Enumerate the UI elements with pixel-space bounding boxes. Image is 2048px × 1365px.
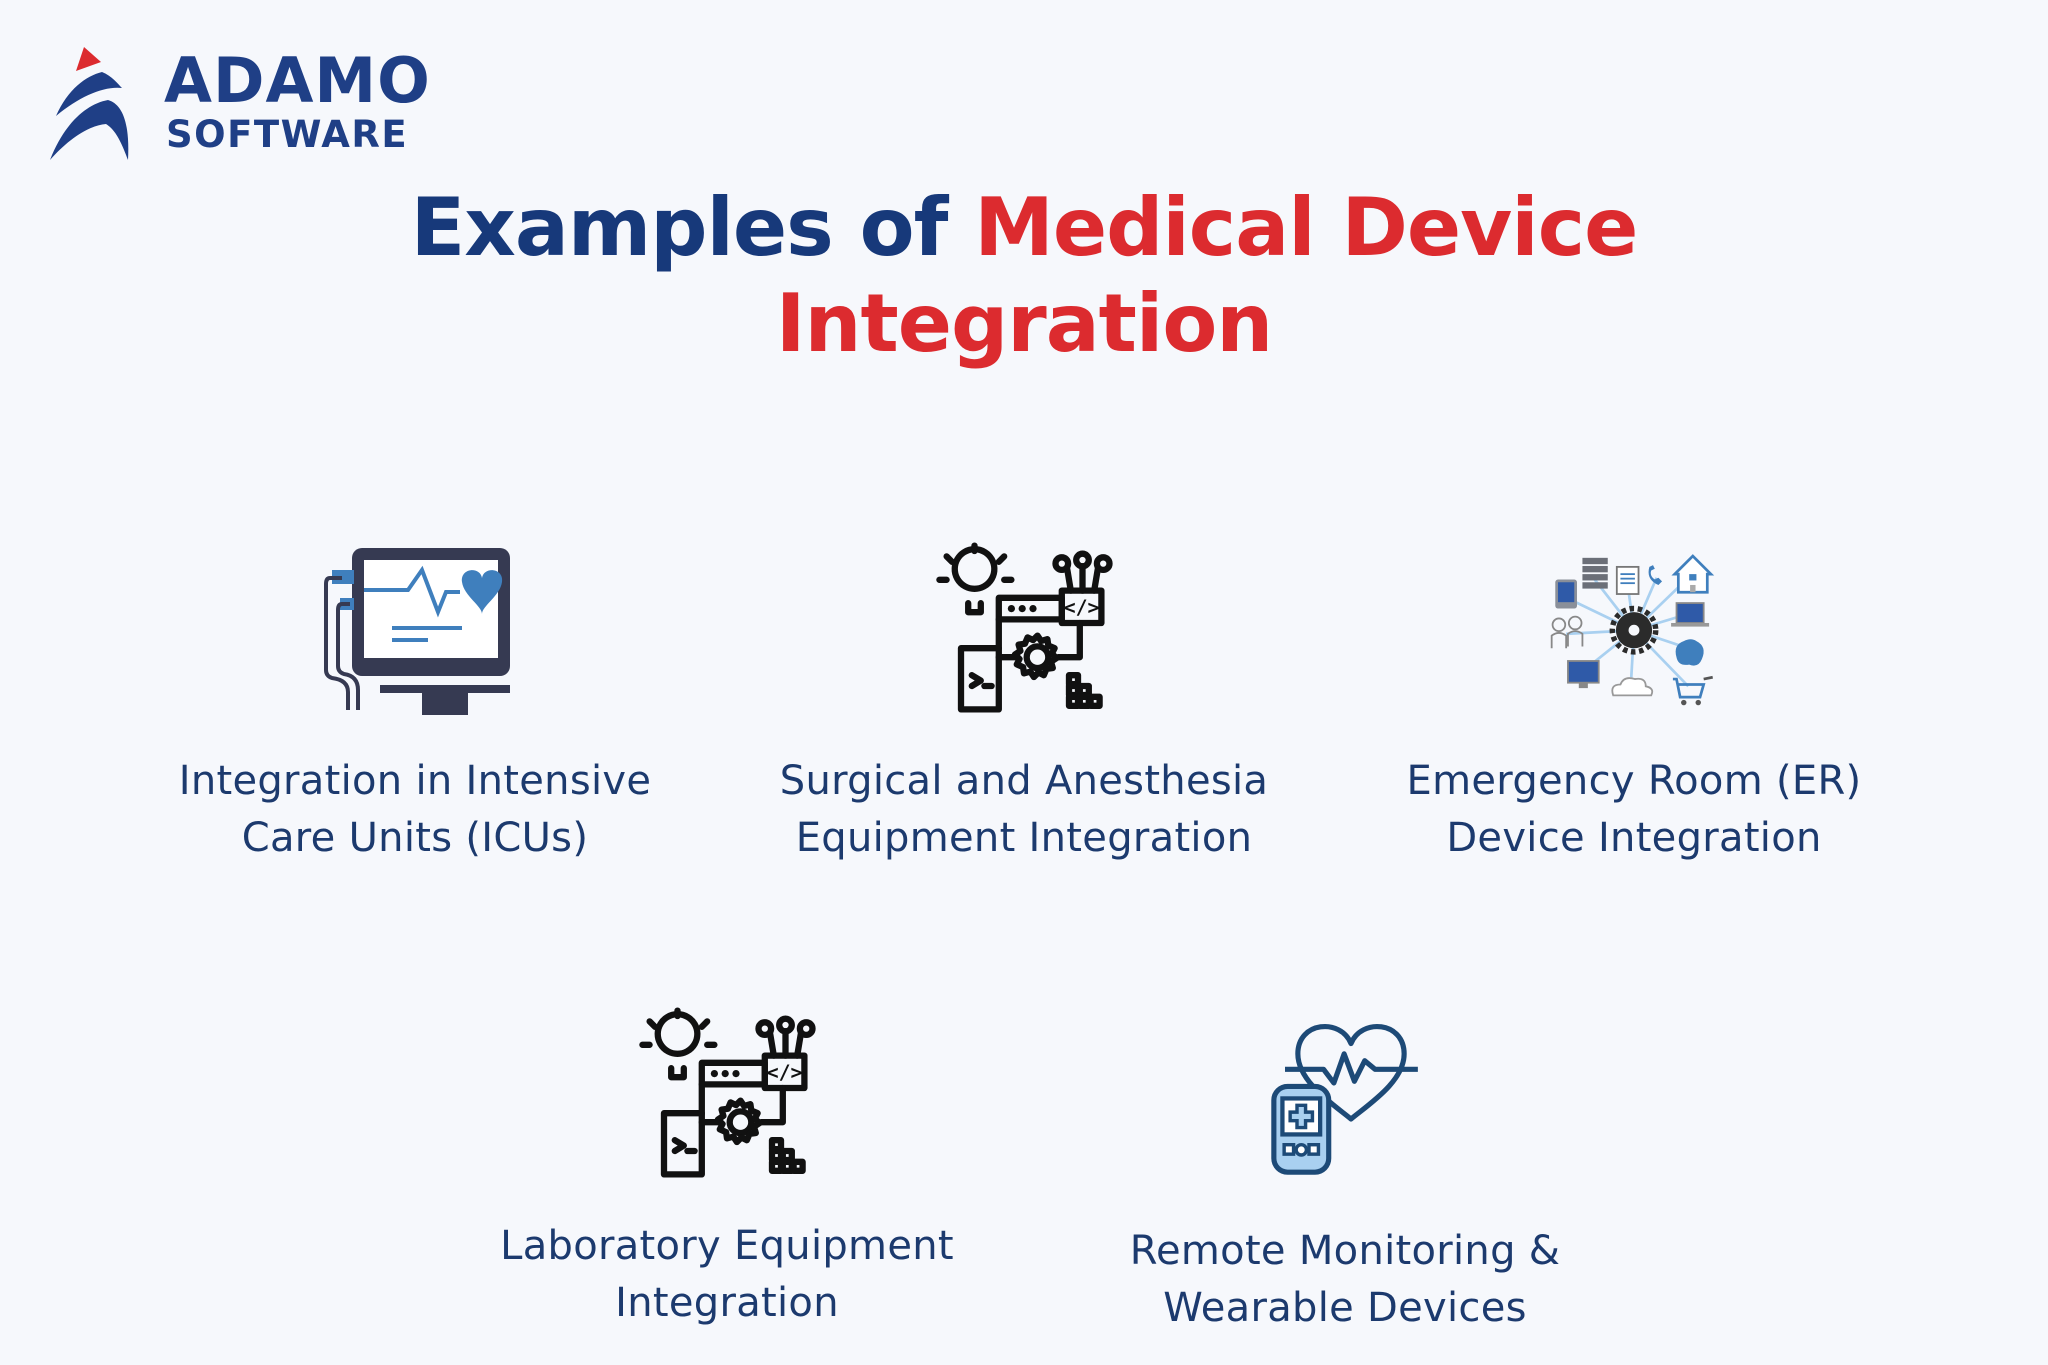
item-icu-integration: Integration in Intensive Care Units (ICU… xyxy=(135,540,695,867)
item-label: Surgical and Anesthesia Equipment Integr… xyxy=(744,753,1304,867)
item-label: Laboratory Equipment Integration xyxy=(447,1218,1007,1332)
logo-mark-icon xyxy=(50,47,129,160)
item-label-line1: Laboratory Equipment xyxy=(500,1223,954,1269)
item-label: Integration in Intensive Care Units (ICU… xyxy=(135,753,695,867)
item-label-line1: Remote Monitoring & xyxy=(1129,1228,1561,1274)
title-part-examples: Examples of xyxy=(410,181,949,274)
system-integration-icon: </> xyxy=(639,1007,816,1178)
wearable-heart-monitor-icon xyxy=(1271,1024,1418,1175)
item-label-line2: Device Integration xyxy=(1446,815,1822,861)
item-er-integration: Emergency Room (ER) Device Integration xyxy=(1354,540,1914,867)
item-label-line2: Wearable Devices xyxy=(1163,1285,1527,1331)
connected-network-icon xyxy=(1550,554,1715,706)
adamo-software-logo[interactable]: ADAMO SOFTWARE xyxy=(46,44,466,164)
item-label-line1: Integration in Intensive xyxy=(178,758,652,804)
item-surgical-anesthesia: </> Surgical and Anesthesia Equipment In… xyxy=(744,540,1304,867)
item-laboratory-equipment: </> Laboratory Equipment Integration xyxy=(447,1005,1007,1332)
page-title: Examples of Medical Device Integration xyxy=(0,180,2048,372)
item-label-line2: Equipment Integration xyxy=(795,815,1253,861)
title-part-integration: Integration xyxy=(775,277,1273,370)
item-label: Emergency Room (ER) Device Integration xyxy=(1354,753,1914,867)
item-remote-monitoring: Remote Monitoring & Wearable Devices xyxy=(1065,1005,1625,1337)
item-label-line2: Care Units (ICUs) xyxy=(241,815,589,861)
title-part-medical-device: Medical Device xyxy=(974,181,1638,274)
svg-text:</>: </> xyxy=(767,1061,803,1084)
item-label-line1: Surgical and Anesthesia xyxy=(779,758,1269,804)
svg-text:</>: </> xyxy=(1064,596,1100,619)
item-label-line2: Integration xyxy=(615,1280,839,1326)
brand-subname: SOFTWARE xyxy=(166,113,409,156)
brand-name: ADAMO xyxy=(164,44,431,117)
item-label-line1: Emergency Room (ER) xyxy=(1406,758,1862,804)
item-label: Remote Monitoring & Wearable Devices xyxy=(1065,1223,1625,1337)
system-integration-icon: </> xyxy=(936,542,1113,713)
patient-monitor-icon xyxy=(324,548,510,715)
